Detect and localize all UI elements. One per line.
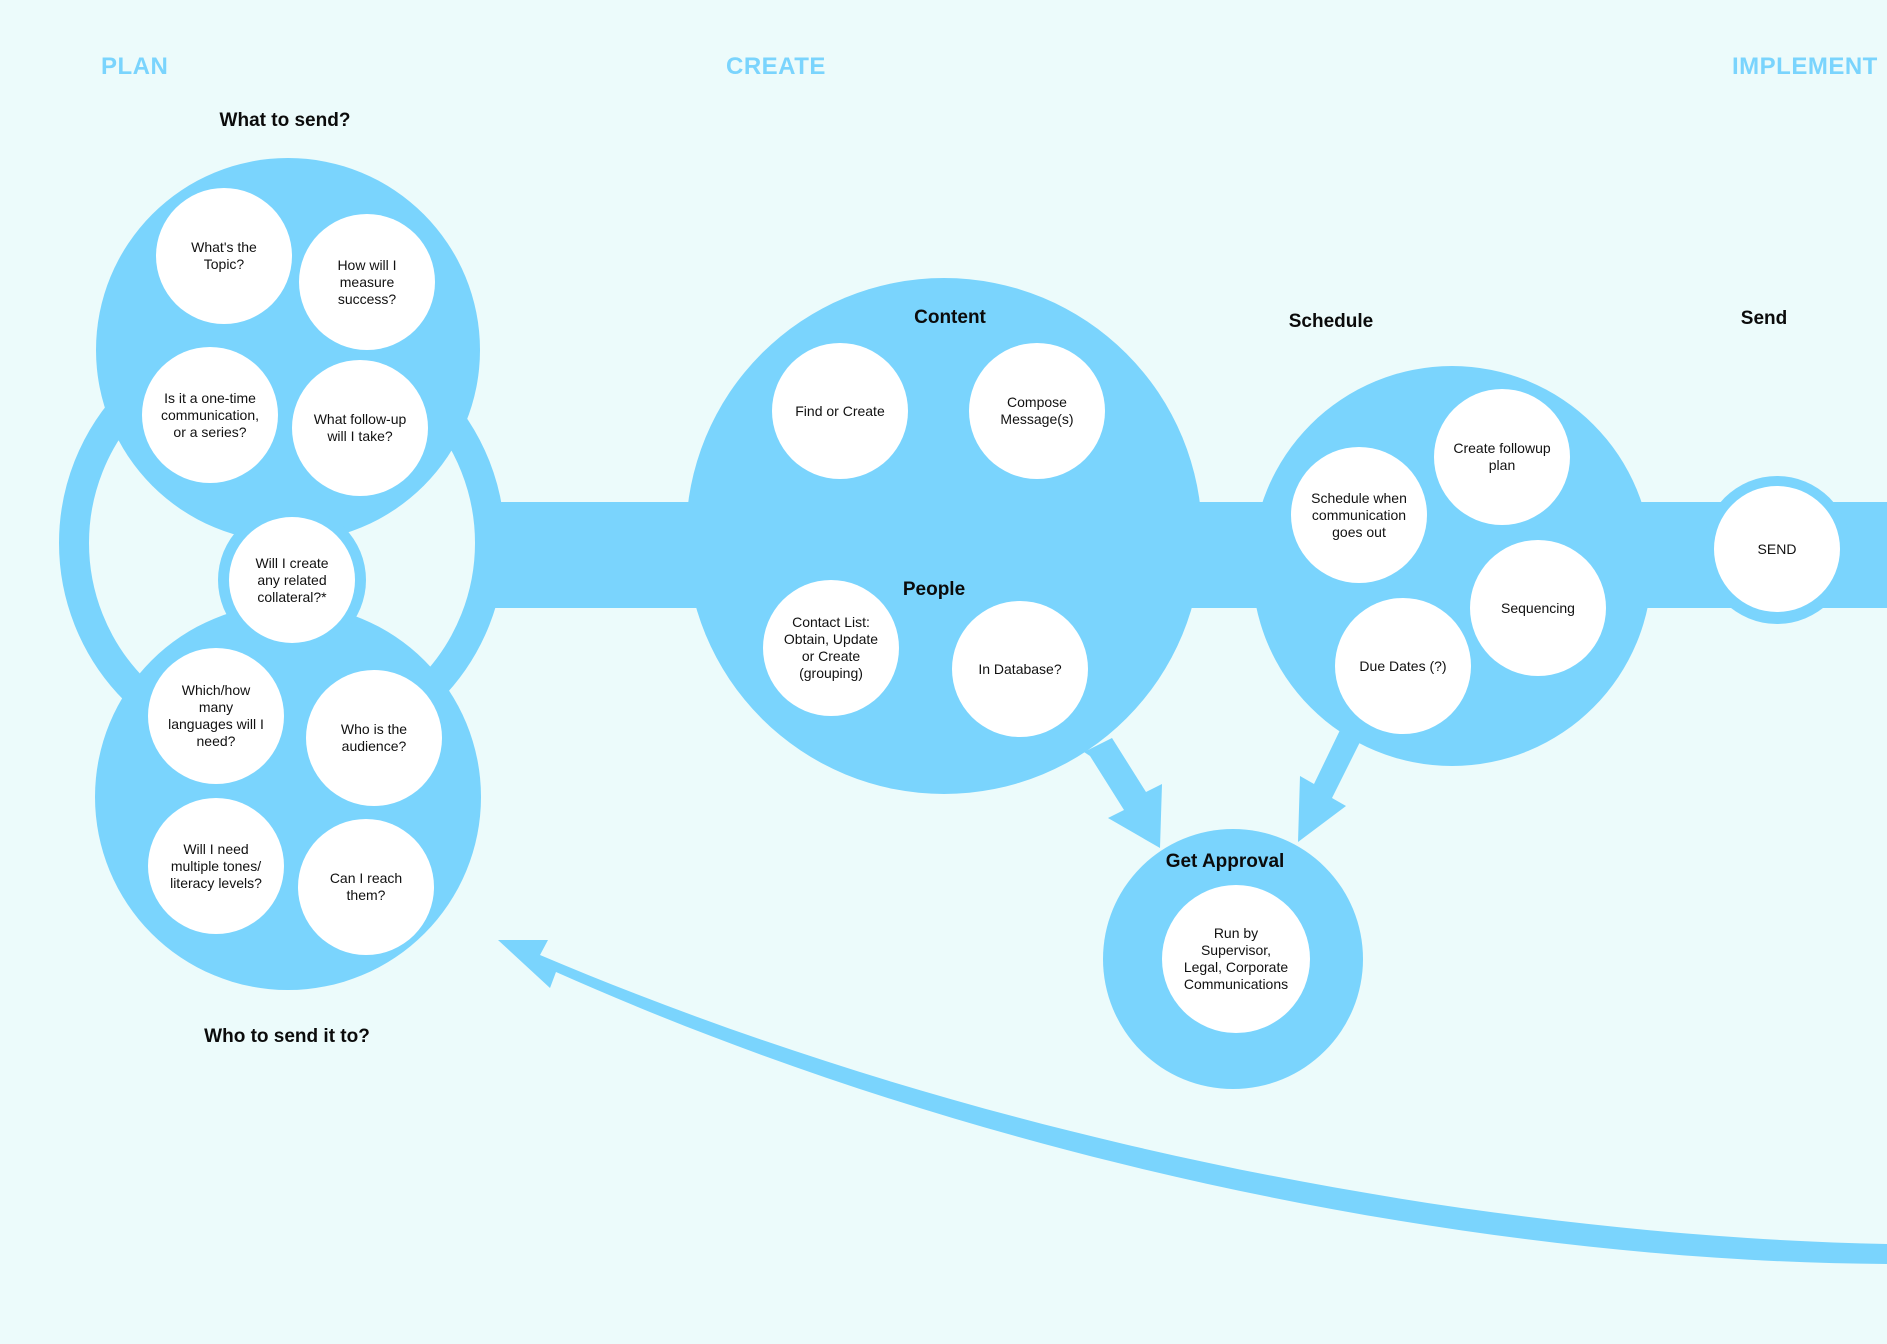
- heading-people: People: [902, 579, 966, 600]
- bubble-audience: Who is the audience?: [306, 670, 442, 806]
- plan-bottom-circle: [95, 604, 481, 990]
- bubble-audience-text: Who is the audience?: [340, 721, 408, 754]
- bubble-measure-success: How will I measure success?: [299, 214, 435, 350]
- phase-implement: IMPLEMENT: [1732, 53, 1878, 80]
- bubble-follow-up: What follow-up will I take?: [292, 360, 428, 496]
- bubble-languages: Which/how many languages will I need?: [148, 648, 284, 784]
- bubble-sequencing-text: Sequencing: [1501, 599, 1575, 616]
- heading-schedule: Schedule: [1288, 311, 1374, 332]
- heading-send: Send: [1740, 308, 1788, 329]
- bubble-schedule-when: Schedule when communication goes out: [1291, 447, 1427, 583]
- bubble-due-dates: Due Dates (?): [1335, 598, 1471, 734]
- arrow-schedule-to-approval: [1298, 726, 1362, 842]
- bubble-collateral-text: Will I create any related collateral?*: [255, 554, 329, 605]
- bubble-send: SEND: [1714, 486, 1840, 612]
- bubble-one-time-text: Is it a one-time communication, or a ser…: [160, 389, 260, 440]
- bubble-find-create-text: Find or Create: [795, 402, 885, 419]
- create-circle: [686, 278, 1202, 794]
- bubble-tones: Will I need multiple tones/ literacy lev…: [148, 798, 284, 934]
- heading-content: Content: [914, 307, 986, 328]
- bubble-followup-plan: Create followup plan: [1434, 389, 1570, 525]
- bubble-find-create: Find or Create: [772, 343, 908, 479]
- bubble-in-database: In Database?: [952, 601, 1088, 737]
- bubble-run-by: Run by Supervisor, Legal, Corporate Comm…: [1162, 885, 1310, 1033]
- heading-get-approval: Get Approval: [1165, 851, 1285, 872]
- bubble-followup-plan-text: Create followup plan: [1453, 440, 1551, 473]
- bubble-topic-text: What's the Topic?: [191, 239, 257, 272]
- bubble-follow-up-text: What follow-up will I take?: [313, 411, 407, 444]
- bubble-reach-text: Can I reach them?: [329, 870, 403, 903]
- arrow-create-to-approval: [1084, 738, 1162, 848]
- bubble-measure-text: How will I measure success?: [337, 256, 397, 307]
- bubble-reach: Can I reach them?: [298, 819, 434, 955]
- bubble-in-database-text: In Database?: [978, 660, 1062, 677]
- bubble-languages-text: Which/how many languages will I need?: [168, 682, 264, 749]
- bubble-contact-list-text: Contact List: Obtain, Update or Create (…: [783, 614, 879, 681]
- bubble-schedule-when-text: Schedule when communication goes out: [1311, 489, 1407, 540]
- bubble-contact-list: Contact List: Obtain, Update or Create (…: [763, 580, 899, 716]
- bubble-topic: What's the Topic?: [156, 188, 292, 324]
- bubble-compose: Compose Message(s): [969, 343, 1105, 479]
- bubble-tones-text: Will I need multiple tones/ literacy lev…: [170, 840, 262, 891]
- bubble-sequencing: Sequencing: [1470, 540, 1606, 676]
- bubble-compose-text: Compose Message(s): [1000, 394, 1074, 427]
- phase-create: CREATE: [726, 53, 826, 80]
- bubble-due-dates-text: Due Dates (?): [1359, 657, 1447, 674]
- heading-who-to-send: Who to send it to?: [204, 1026, 370, 1047]
- heading-what-to-send: What to send?: [219, 110, 351, 131]
- bubble-collateral: Will I create any related collateral?*: [229, 517, 355, 643]
- phase-plan: PLAN: [101, 53, 169, 80]
- bubble-run-by-text: Run by Supervisor, Legal, Corporate Comm…: [1183, 925, 1289, 992]
- bubble-one-time: Is it a one-time communication, or a ser…: [142, 347, 278, 483]
- plan-top-circle: [96, 158, 480, 542]
- bubble-send-text: SEND: [1757, 540, 1797, 557]
